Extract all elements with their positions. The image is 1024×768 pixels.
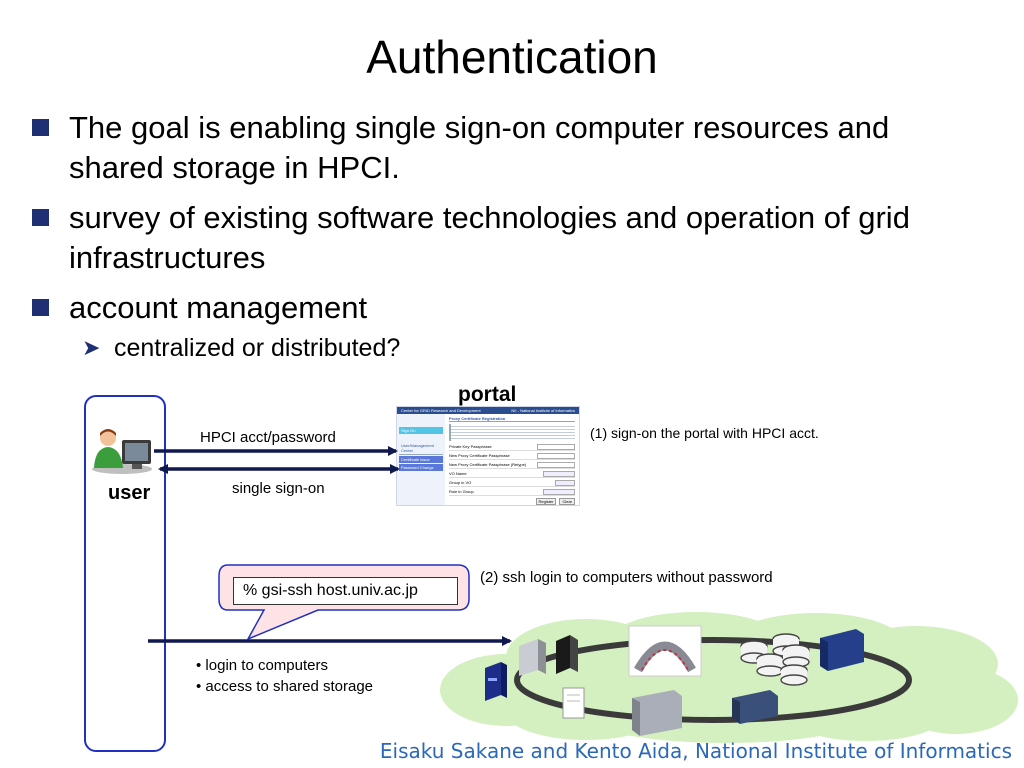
portal-field-label: New Proxy Certificate Passphrase	[449, 453, 510, 458]
activity-text: access to shared storage	[205, 678, 374, 695]
portal-field-row: Private Key Passphrase	[449, 444, 575, 451]
bullet-text: The goal is enabling single sign-on comp…	[69, 110, 890, 185]
command-box: % gsi-ssh host.univ.ac.jp	[233, 577, 458, 605]
portal-menu-item: Password Change	[399, 464, 443, 471]
document-icon	[562, 687, 585, 719]
portal-field-label: Group in VO	[449, 480, 472, 485]
bullet-text: survey of existing software technologies…	[69, 200, 910, 275]
portal-menu-item: Sign On	[399, 427, 443, 434]
portal-header-right: NII - National Institute of Informatics	[511, 408, 575, 413]
portal-field-row: VO Name	[449, 471, 575, 478]
portal-field-select[interactable]	[543, 471, 575, 477]
portal-menu: Sign On User/Management Center Certifica…	[397, 414, 445, 505]
network-ring	[514, 637, 912, 723]
arrow-bottom-label: single sign-on	[232, 480, 325, 497]
step1-label: (1) sign-on the portal with HPCI acct.	[590, 425, 819, 441]
footer-credit: Eisaku Sakane and Kento Aida, National I…	[379, 739, 1012, 763]
portal-field-label: Role in Group	[449, 489, 474, 494]
sub-bullet-text: centralized or distributed?	[114, 334, 401, 362]
portal-field-input[interactable]	[537, 453, 575, 459]
square-bullet-icon	[32, 209, 49, 226]
bullet-item: The goal is enabling single sign-on comp…	[32, 108, 992, 188]
user-label: user	[108, 482, 151, 504]
computing-resources-cloud	[440, 612, 1018, 743]
portal-field-input[interactable]	[537, 462, 575, 468]
user-computer-icon	[92, 429, 152, 474]
portal-field-select[interactable]	[543, 489, 575, 495]
portal-field-label: VO Name	[449, 471, 467, 476]
portal-register-button[interactable]: Register	[535, 498, 557, 505]
supercomputer-icon	[628, 625, 702, 677]
portal-screenshot: Center for GRID Research and Development…	[396, 406, 580, 506]
sub-bullet-item: ➤ centralized or distributed?	[82, 332, 992, 364]
portal-header: Center for GRID Research and Development…	[397, 407, 579, 414]
bullet-text: account management	[69, 290, 368, 325]
portal-header-left: Center for GRID Research and Development	[401, 408, 481, 413]
portal-field-row: New Proxy Certificate Passphrase	[449, 453, 575, 460]
server-rack-icon	[732, 690, 778, 724]
storage-disks-icon	[740, 633, 810, 686]
slide-title: Authentication	[366, 31, 658, 83]
portal-page-heading: Proxy Certificate Registration	[449, 416, 575, 422]
portal-menu-item: User/Management Center	[399, 442, 443, 455]
bullet-item: survey of existing software technologies…	[32, 198, 992, 278]
square-bullet-icon	[32, 299, 49, 316]
portal-form: Proxy Certificate Registration Private K…	[445, 414, 579, 505]
portal-info-lines	[449, 424, 575, 441]
bullet-item: account management	[32, 288, 992, 328]
activity-list: • login to computers • access to shared …	[196, 655, 373, 697]
cluster-racks-icon	[632, 690, 682, 736]
activity-text: login to computers	[205, 657, 328, 674]
portal-menu-item: Certificate Issue	[399, 456, 443, 463]
portal-field-row: Group in VO	[449, 480, 575, 487]
portal-field-input[interactable]	[537, 444, 575, 450]
arrow-top-label: HPCI acct/password	[200, 429, 336, 446]
portal-label: portal	[458, 383, 517, 406]
step2-label: (2) ssh login to computers without passw…	[480, 569, 773, 586]
portal-field-select[interactable]	[555, 480, 575, 486]
activity-item: • access to shared storage	[196, 678, 374, 695]
server-rack-icon	[820, 629, 864, 671]
rack-server-icon	[485, 662, 507, 701]
portal-field-row: Role in Group	[449, 489, 575, 496]
bullet-list: The goal is enabling single sign-on comp…	[32, 108, 992, 364]
user-box	[84, 395, 166, 752]
portal-clear-button[interactable]: Clear	[559, 498, 575, 505]
arrow-bullet-icon: ➤	[82, 335, 101, 360]
server-tower-icon	[556, 635, 578, 674]
server-tower-icon	[519, 639, 546, 676]
square-bullet-icon	[32, 119, 49, 136]
activity-item: • login to computers	[196, 657, 328, 674]
portal-button-row: Register Clear	[449, 498, 575, 505]
portal-body: Sign On User/Management Center Certifica…	[397, 414, 579, 505]
portal-field-label: Private Key Passphrase	[449, 444, 492, 449]
portal-field-row: New Proxy Certificate Passphrase (Retype…	[449, 462, 575, 469]
portal-field-label: New Proxy Certificate Passphrase (Retype…	[449, 462, 527, 467]
